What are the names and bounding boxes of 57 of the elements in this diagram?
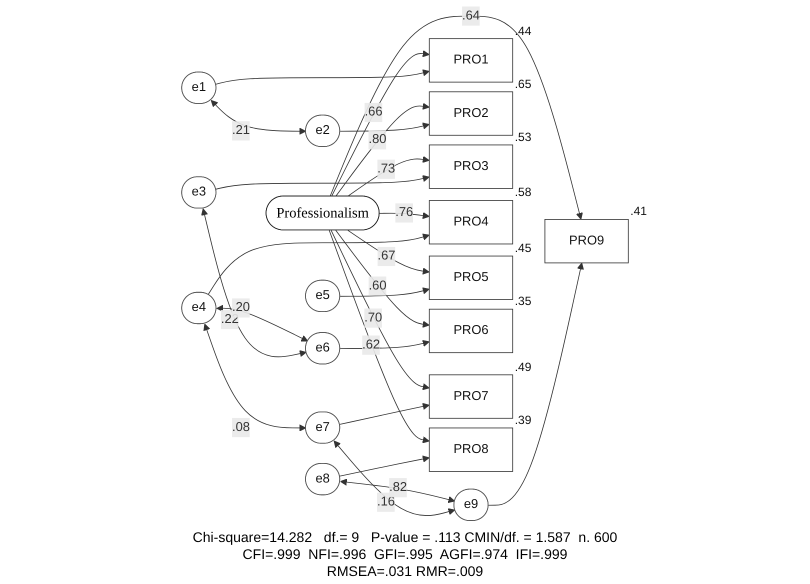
edge-label: .08 xyxy=(232,420,250,434)
arrow xyxy=(331,50,430,197)
arrow xyxy=(335,102,430,197)
node-box: PRO2 xyxy=(428,91,514,136)
fit-statistics: RMSEA=.031 RMR=.009 xyxy=(326,563,484,580)
edge-label: .80 xyxy=(368,132,386,146)
edge-label: .21 xyxy=(232,124,250,138)
edge-label: .82 xyxy=(389,480,408,494)
arrow xyxy=(216,304,308,342)
fit-statistics: CFI=.999 NFI=.996 GFI=.995 AGFI=.974 IFI=.999 xyxy=(242,546,568,563)
arrow xyxy=(347,230,430,275)
node-box: PRO9 xyxy=(544,219,629,264)
node-annotation: .39 xyxy=(514,414,532,427)
edge-label: .20 xyxy=(232,300,250,314)
arrow xyxy=(347,156,430,197)
edge-label: .67 xyxy=(378,249,396,263)
arrow xyxy=(335,230,430,328)
edge-label: .76 xyxy=(395,206,414,220)
fit-statistics: Chi-square=14.282 df.= 9 P-value = .113 CMIN/df. = 1.587 n. 600 xyxy=(192,529,618,546)
node-box: PRO1 xyxy=(428,38,514,83)
node-box: PRO8 xyxy=(428,428,514,472)
edge-label: .70 xyxy=(364,310,382,325)
node-annotation: .44 xyxy=(514,24,532,38)
edge-label: .62 xyxy=(362,338,380,352)
node-annotation: .58 xyxy=(514,186,532,200)
arrow xyxy=(216,175,430,190)
arrow xyxy=(379,212,430,220)
edge-label: .64 xyxy=(462,8,480,23)
edge-label: .66 xyxy=(364,105,383,119)
node-annotation: .49 xyxy=(514,360,532,374)
edge-label: .16 xyxy=(377,495,395,509)
node-annotation: .45 xyxy=(514,242,532,256)
node-box: PRO7 xyxy=(428,374,514,419)
arrow xyxy=(203,324,306,432)
arrow xyxy=(208,234,430,295)
node-annotation: .41 xyxy=(630,205,647,218)
arrow xyxy=(334,440,456,516)
arrow xyxy=(330,16,583,220)
node-box: PRO6 xyxy=(428,308,514,354)
arrow xyxy=(488,262,584,506)
arrow xyxy=(340,122,430,132)
arrow xyxy=(215,69,430,85)
node-annotation: .35 xyxy=(514,295,532,308)
arrow xyxy=(340,478,456,504)
arrow xyxy=(210,100,306,135)
node-annotation: .65 xyxy=(514,78,532,91)
arrow xyxy=(340,287,430,297)
node-box: PRO3 xyxy=(428,144,514,189)
node-box: PRO4 xyxy=(428,200,514,244)
node-box: PRO5 xyxy=(428,256,514,300)
arrow xyxy=(339,455,430,476)
edge-label: .60 xyxy=(368,278,387,293)
edge-label: .73 xyxy=(377,162,396,176)
node-annotation: .53 xyxy=(514,130,532,144)
edge-label: .22 xyxy=(220,312,239,326)
arrow xyxy=(339,402,430,425)
arrow xyxy=(201,208,307,358)
